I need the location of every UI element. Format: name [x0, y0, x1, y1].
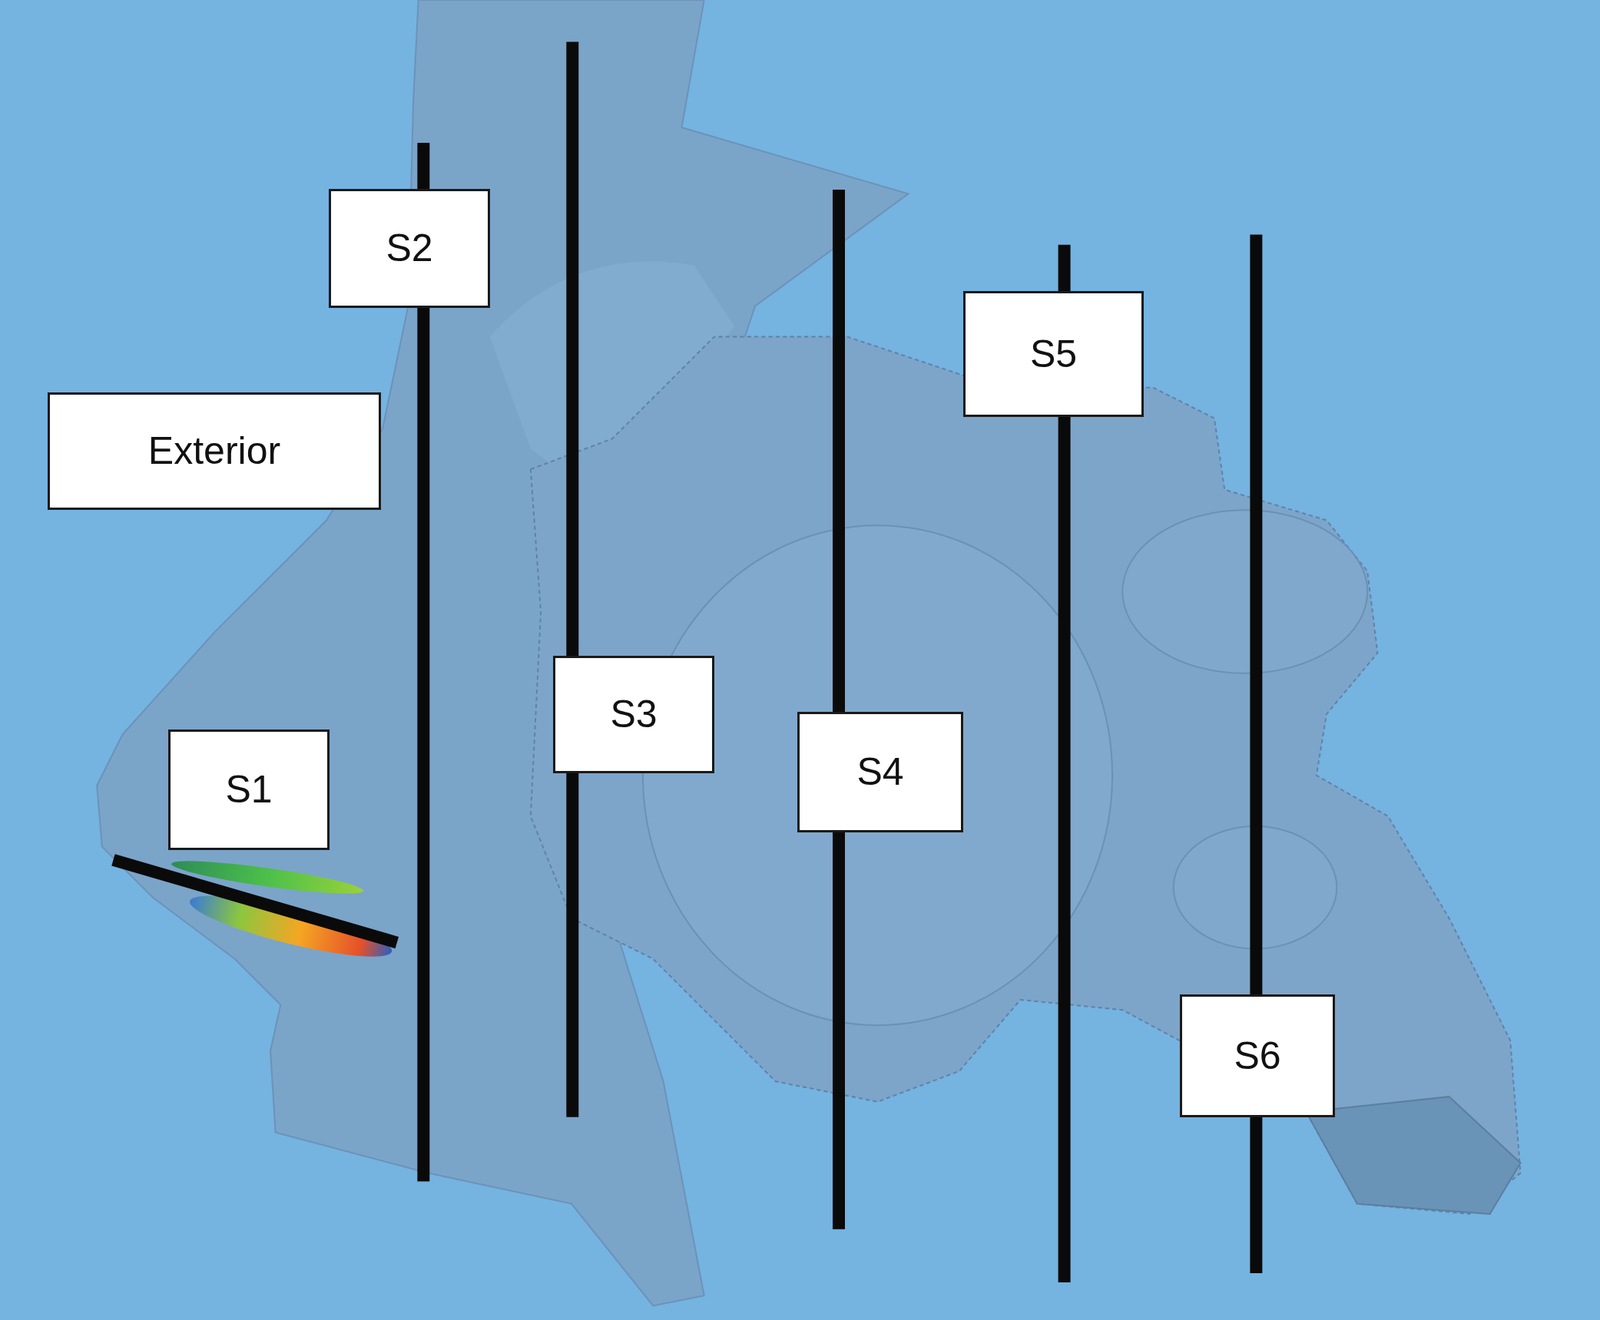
section-label: S1 [225, 768, 272, 812]
section-line [566, 41, 579, 1117]
section-label: Exterior [148, 430, 281, 473]
inferior-turbinate [642, 525, 1113, 1026]
flow-contour [169, 854, 365, 901]
section-label-box: S1 [168, 729, 330, 851]
section-line [112, 860, 397, 944]
flow-contour [185, 884, 397, 969]
section-label-box: S3 [553, 655, 715, 774]
nasopharynx [1305, 1096, 1521, 1215]
section-label-box: S2 [328, 188, 491, 309]
section-label-box: S6 [1179, 994, 1335, 1118]
section-lines [112, 41, 1256, 1282]
section-label-box: Exterior [47, 392, 381, 511]
section-label-box: S5 [963, 291, 1144, 418]
section-label-box: S4 [797, 712, 964, 833]
section-line [1249, 235, 1263, 1274]
section-label: S2 [385, 227, 433, 270]
middle-turbinate [1122, 510, 1368, 674]
model-illustration [96, 0, 1521, 1306]
section-label: S4 [856, 751, 904, 794]
section-label: S6 [1233, 1035, 1281, 1078]
section-label: S5 [1030, 333, 1077, 376]
section-line [832, 189, 845, 1230]
nasal-cavity [530, 336, 1521, 1215]
section-label: S3 [609, 693, 657, 736]
